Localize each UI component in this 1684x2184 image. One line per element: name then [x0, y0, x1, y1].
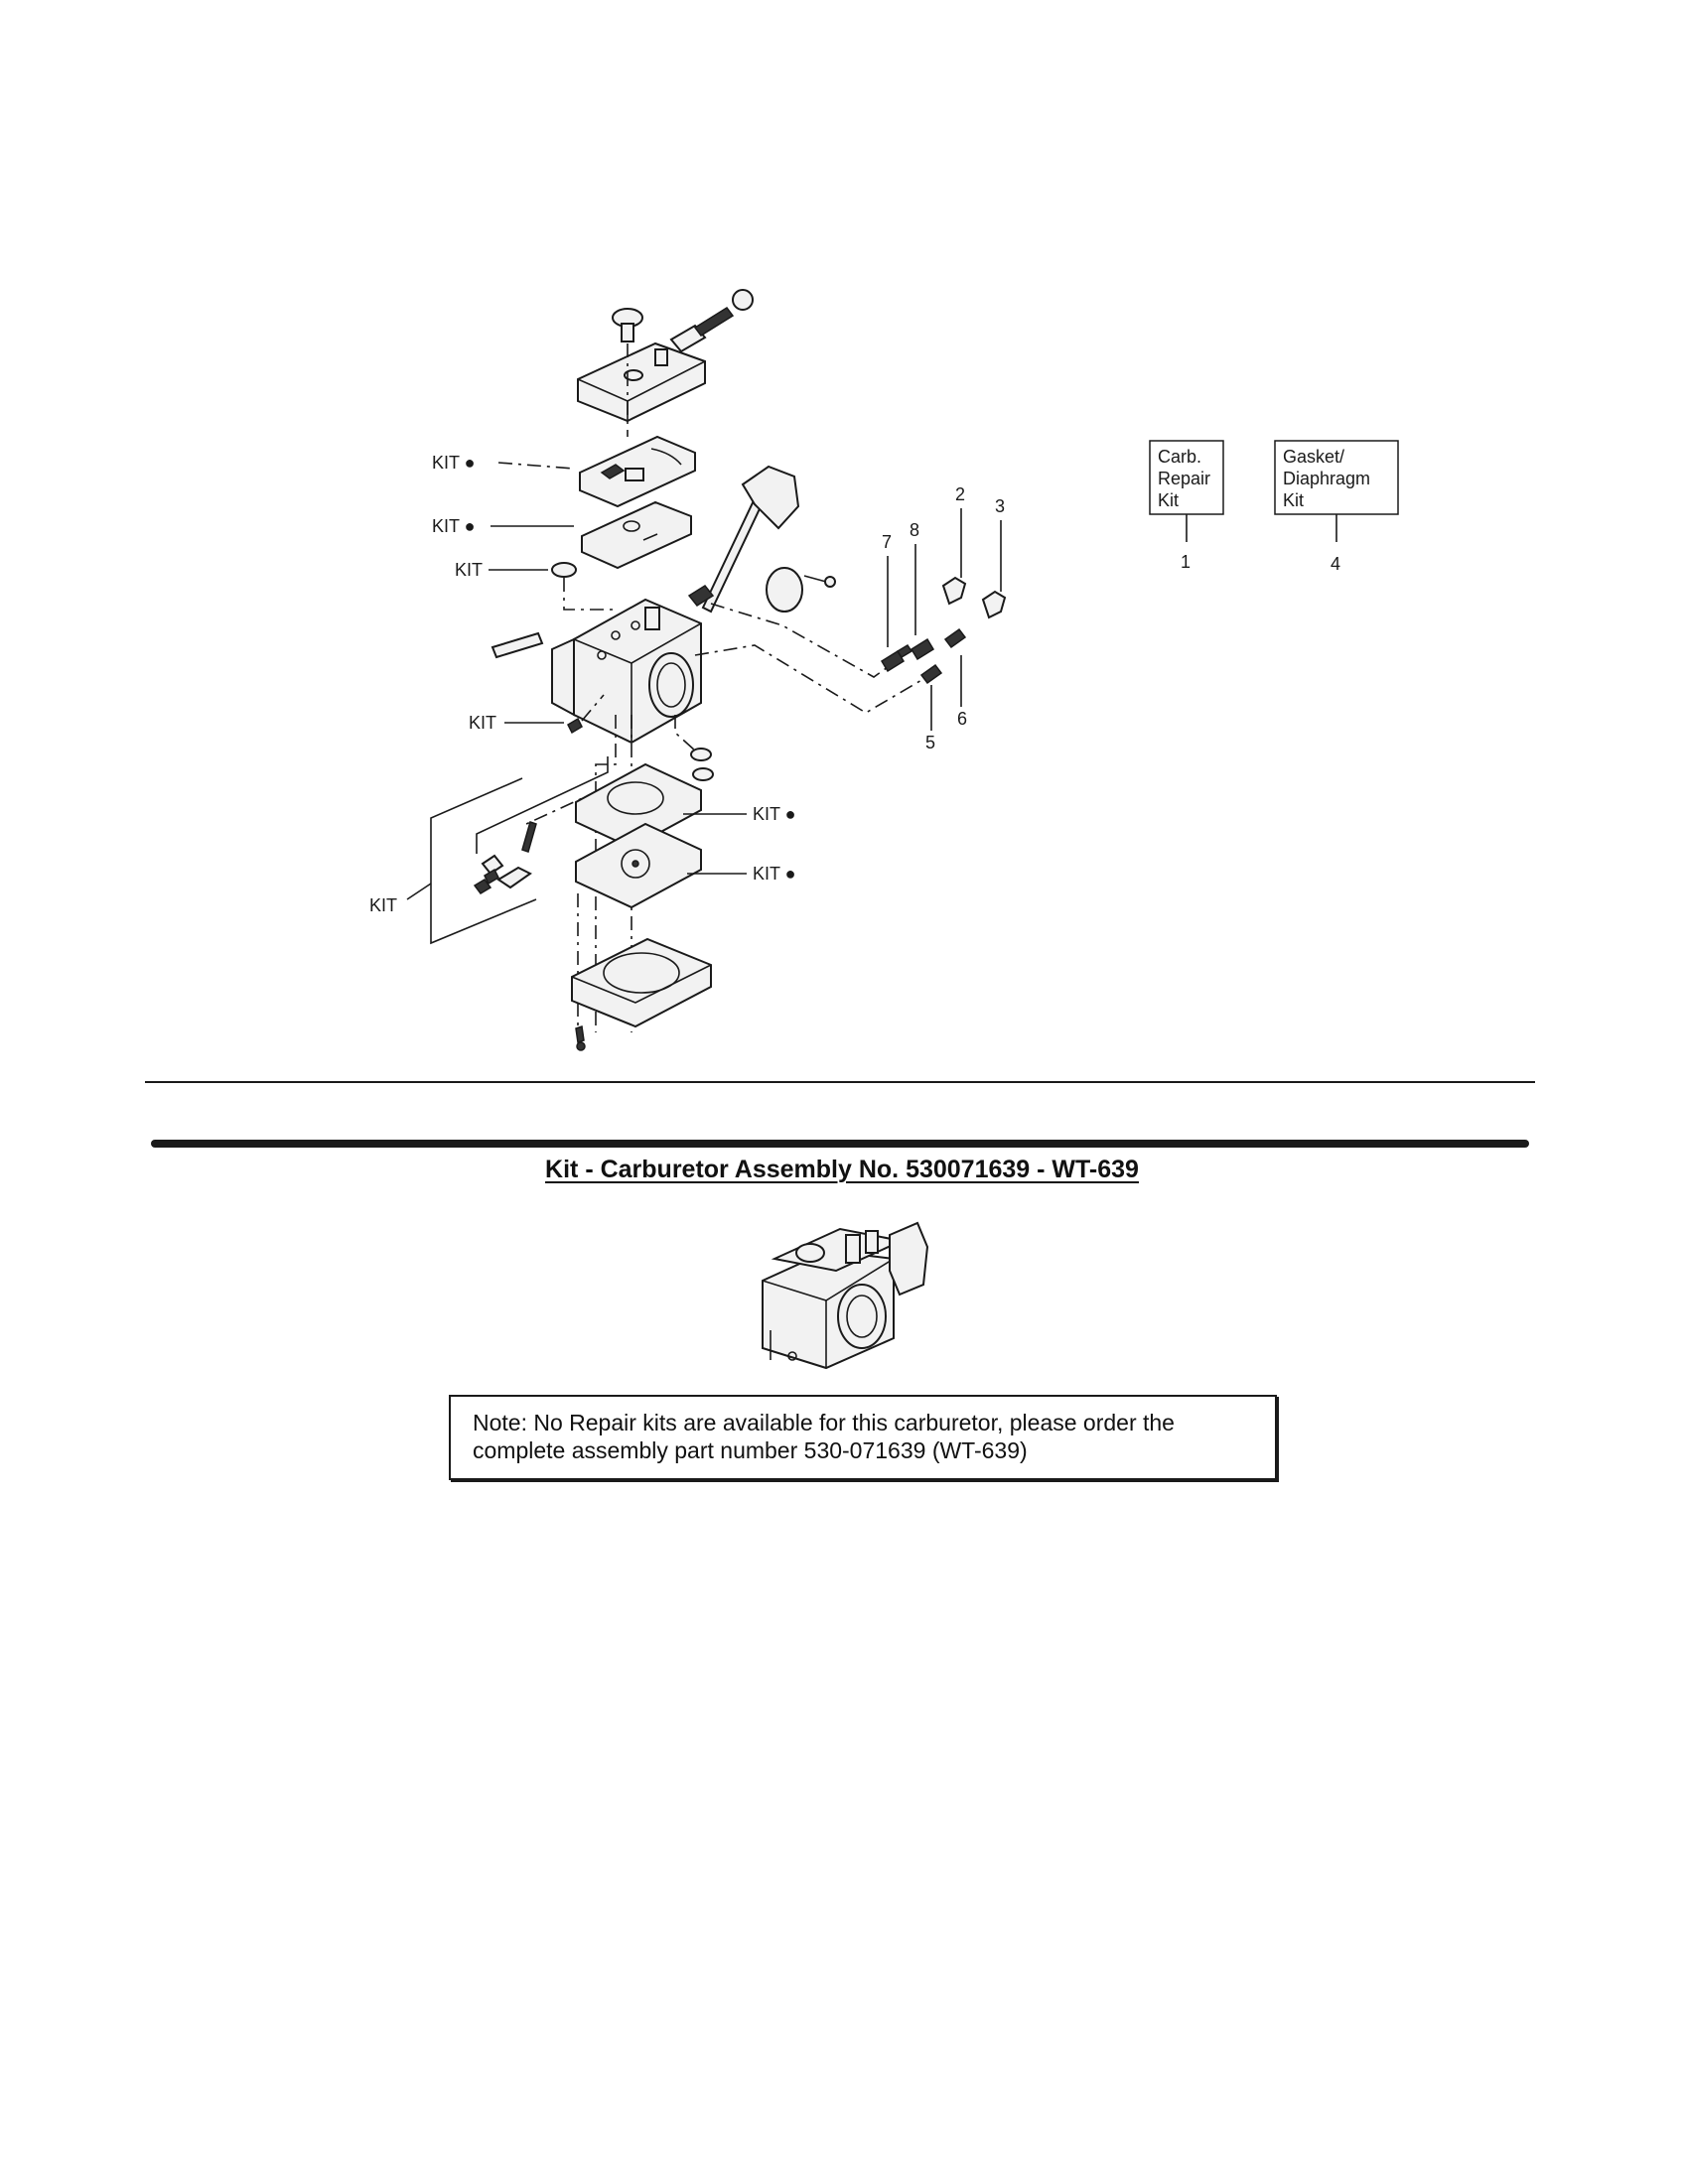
kit-callout-metering-diaphragm: KIT ●	[753, 864, 796, 884]
kit-bracket	[430, 777, 537, 945]
o-ring-lower	[692, 767, 714, 781]
svg-text:1: 1	[1181, 552, 1191, 572]
svg-text:Carb.: Carb.	[1158, 447, 1201, 467]
note-text: Note: No Repair kits are available for t…	[473, 1410, 1175, 1463]
ref-7: 7	[882, 532, 892, 552]
ref-3: 3	[995, 496, 1005, 516]
kit-callout-inlet-screen: KIT	[455, 560, 483, 580]
limiter-cap-2	[941, 576, 967, 606]
svg-text:Gasket/: Gasket/	[1283, 447, 1344, 467]
svg-text:Kit: Kit	[1283, 490, 1304, 510]
svg-text:Diaphragm: Diaphragm	[1283, 469, 1370, 488]
needle-spring-6	[943, 627, 967, 649]
complete-carburetor-assembly	[762, 1221, 929, 1370]
kit-callout-metering-gasket: KIT ●	[753, 804, 796, 824]
kit-callout-pump-gasket: KIT ●	[432, 453, 476, 473]
cover-screw	[575, 1025, 585, 1043]
limiter-cap-3	[981, 590, 1007, 619]
metering-cover	[571, 937, 712, 1028]
needle-spring-5	[919, 663, 943, 685]
inlet-needle-group	[473, 756, 627, 894]
ref-6: 6	[957, 709, 967, 729]
pump-diaphragm	[581, 500, 692, 570]
welch-plug	[567, 717, 583, 735]
high-speed-needle	[910, 637, 935, 661]
pump-gasket	[579, 435, 696, 508]
o-ring	[690, 748, 712, 761]
kit-callout-needle-group: KIT	[369, 895, 397, 915]
carb-repair-kit-box: Carb. Repair Kit 1	[1149, 440, 1224, 572]
pump-cover	[577, 341, 706, 423]
note-box: Note: No Repair kits are available for t…	[449, 1395, 1277, 1480]
kit-callout-pump-diaphragm: KIT ●	[432, 516, 476, 536]
throttle-shaft	[687, 465, 836, 614]
metering-gasket	[575, 762, 702, 850]
carburetor-body	[551, 598, 702, 745]
ref-8: 8	[910, 520, 919, 540]
inlet-screen	[551, 562, 577, 578]
idle-screw-assembly	[612, 289, 754, 353]
section-title: Kit - Carburetor Assembly No. 530071639 …	[545, 1156, 1139, 1183]
gasket-diaphragm-kit-box: Gasket/ Diaphragm Kit 4	[1274, 440, 1399, 574]
metering-diaphragm	[575, 822, 702, 909]
kit-callout-welch-plug: KIT	[469, 713, 496, 733]
svg-text:Repair: Repair	[1158, 469, 1210, 488]
ref-5: 5	[925, 733, 935, 752]
choke-pin	[491, 631, 544, 659]
svg-text:4: 4	[1331, 554, 1340, 574]
low-speed-needle	[880, 643, 913, 673]
ref-2: 2	[955, 484, 965, 504]
svg-text:Kit: Kit	[1158, 490, 1179, 510]
